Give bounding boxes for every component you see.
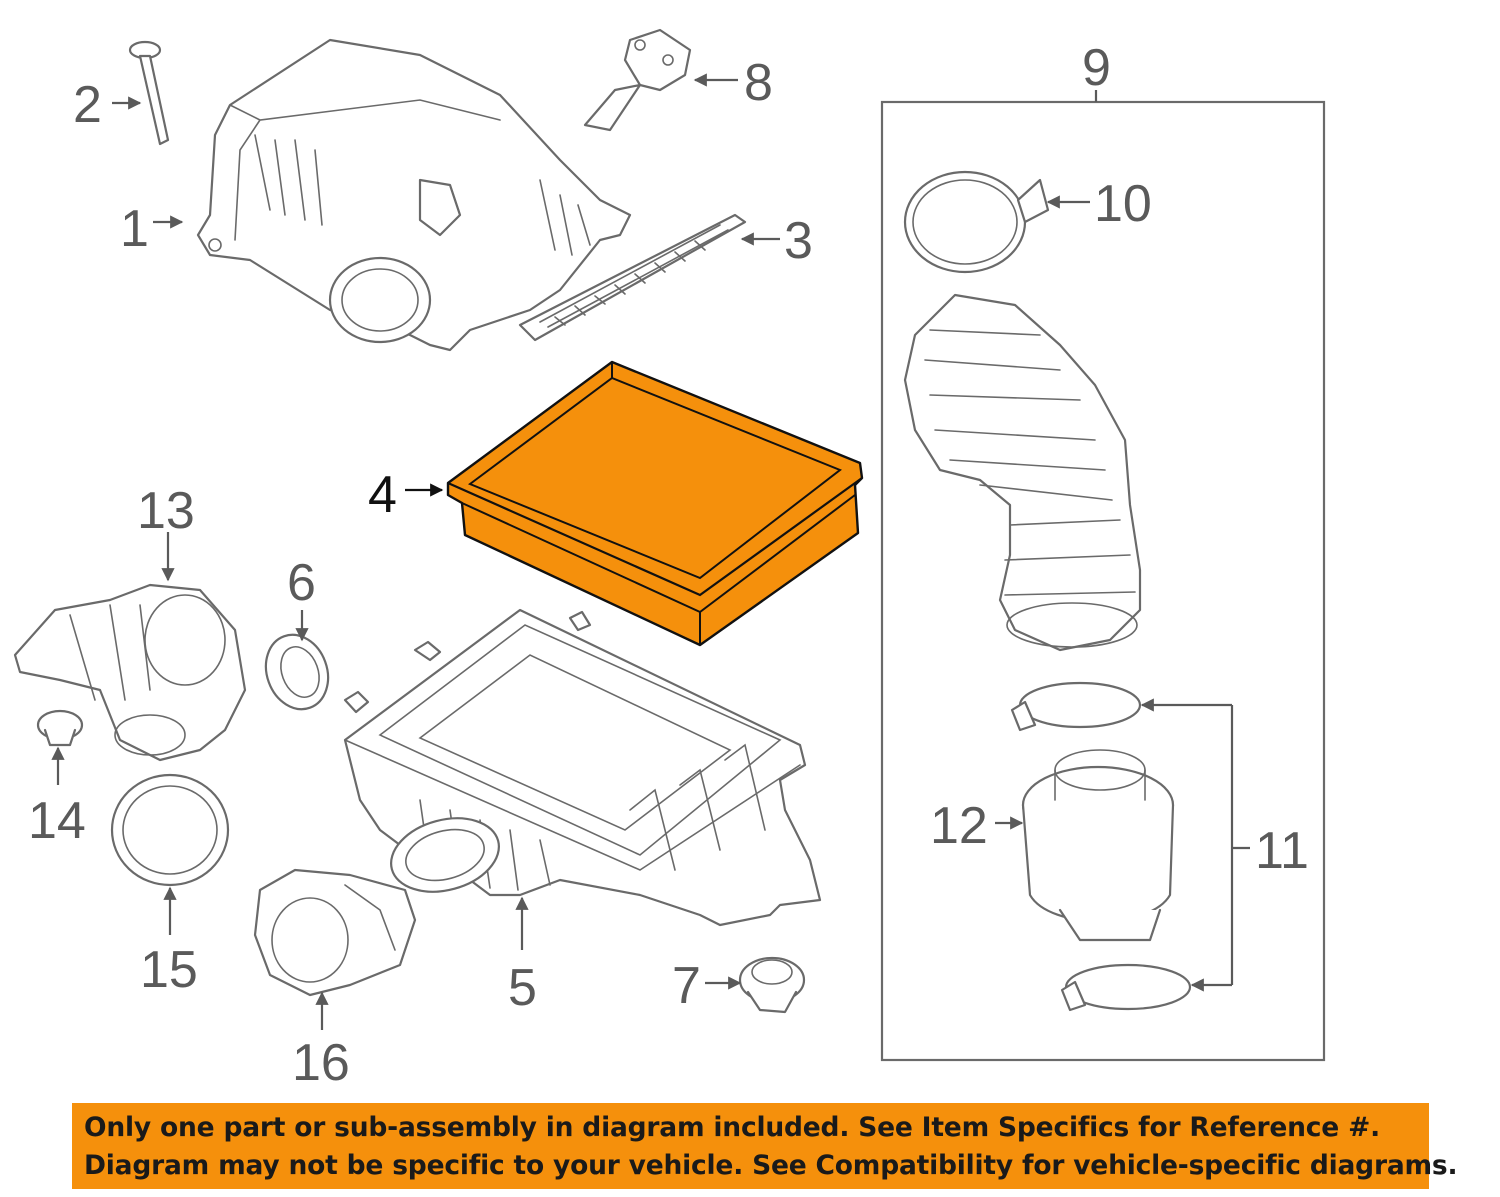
callout-3: 3 [784, 212, 813, 270]
part-9-group-box [880, 90, 1326, 1062]
part-2-bolt [128, 40, 170, 146]
disclaimer-line-2: Diagram may not be specific to your vehi… [84, 1150, 1458, 1181]
leader-lines [51, 73, 1250, 1030]
part-8-mass-air-flow-sensor [583, 28, 692, 132]
disclaimer-line-1: Only one part or sub-assembly in diagram… [84, 1112, 1380, 1143]
part-1-upper-cover [196, 38, 632, 352]
callout-10: 10 [1094, 175, 1152, 233]
parts-diagram: 1 2 3 4 5 6 7 8 9 10 11 12 13 14 15 16 [13, 28, 1326, 1090]
callout-8: 8 [744, 54, 773, 112]
callout-13: 13 [137, 482, 195, 540]
callout-9: 9 [1082, 39, 1111, 97]
callout-2: 2 [73, 76, 102, 134]
callout-14: 14 [28, 792, 86, 850]
disclaimer-banner: Only one part or sub-assembly in diagram… [72, 1103, 1458, 1189]
callout-7: 7 [672, 957, 701, 1015]
part-11-clamps [1010, 681, 1192, 1012]
part-3-filter-element [518, 213, 747, 342]
part-9-intake-hose [903, 293, 1142, 652]
part-13-intake-duct [13, 583, 247, 762]
callout-16: 16 [292, 1034, 350, 1090]
part-5-lower-housing [343, 608, 822, 927]
part-14-plug [36, 709, 84, 747]
part-15-seal-ring [110, 773, 230, 887]
part-7-grommet [738, 956, 806, 1014]
part-12-resonator [1021, 749, 1175, 942]
part-16-duct-adapter [253, 868, 417, 997]
part-4-air-filter-highlighted [446, 360, 864, 647]
part-10-clamp [903, 170, 1050, 274]
callout-11: 11 [1255, 822, 1309, 880]
callout-6: 6 [287, 554, 316, 612]
callout-1: 1 [120, 200, 149, 258]
callout-15: 15 [140, 941, 198, 999]
callout-12: 12 [930, 797, 988, 855]
callout-5: 5 [508, 959, 537, 1017]
part-6-grommet [264, 633, 330, 711]
callout-4: 4 [368, 466, 397, 524]
